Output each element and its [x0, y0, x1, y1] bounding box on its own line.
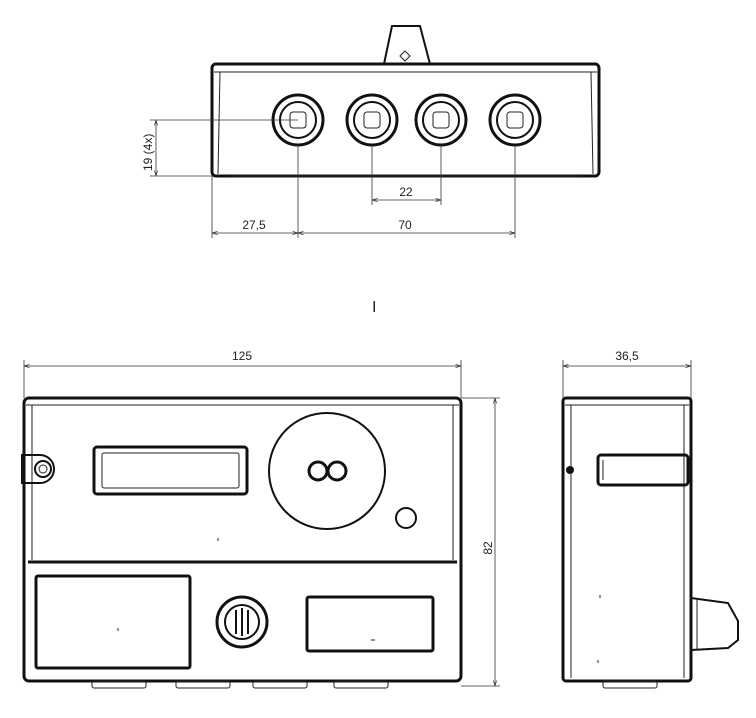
dim-jack-pitch: 22	[371, 145, 442, 205]
top-knob-mark-icon	[399, 50, 411, 62]
dim-depth-label: 36,5	[615, 349, 639, 363]
key-switch	[215, 595, 269, 649]
jack-4	[488, 93, 542, 147]
side-knob	[690, 597, 739, 651]
side-slot	[596, 453, 690, 487]
lower-right-window	[305, 595, 435, 653]
top-knob	[383, 25, 431, 65]
dim-jack-span-label: 70	[398, 218, 412, 232]
mounting-clip-icon	[21, 454, 55, 484]
dim-edge-offset-label: 27,5	[242, 218, 266, 232]
dim-height-label: 82	[481, 541, 495, 555]
infinity-icon	[307, 460, 329, 482]
side-body	[561, 396, 693, 683]
front-body	[22, 396, 463, 683]
dim-hole-height: 19 (4x)	[141, 119, 298, 177]
view-label: I	[372, 299, 376, 316]
jack-2	[345, 93, 399, 147]
jack-3	[414, 93, 468, 147]
dim-depth: 36,5	[562, 349, 692, 398]
front-view: 125 82	[21, 349, 500, 689]
dim-edge-and-span: 27,5 70	[211, 145, 516, 238]
side-clip-icon	[566, 466, 574, 474]
dim-width-label: 125	[232, 349, 252, 363]
dial	[268, 412, 386, 530]
dim-jack-pitch-label: 22	[399, 185, 413, 199]
dim-width: 125	[23, 349, 462, 398]
dim-hole-height-label: 19 (4x)	[141, 134, 155, 171]
top-view: 19 (4x) 22 27,5 70	[141, 25, 601, 238]
lower-left-window	[34, 574, 192, 670]
side-view: 36,5	[561, 349, 739, 689]
display-window	[92, 445, 249, 496]
dim-height: 82	[461, 397, 500, 687]
indicator-led	[395, 507, 417, 529]
bottom-connectors	[91, 680, 389, 689]
